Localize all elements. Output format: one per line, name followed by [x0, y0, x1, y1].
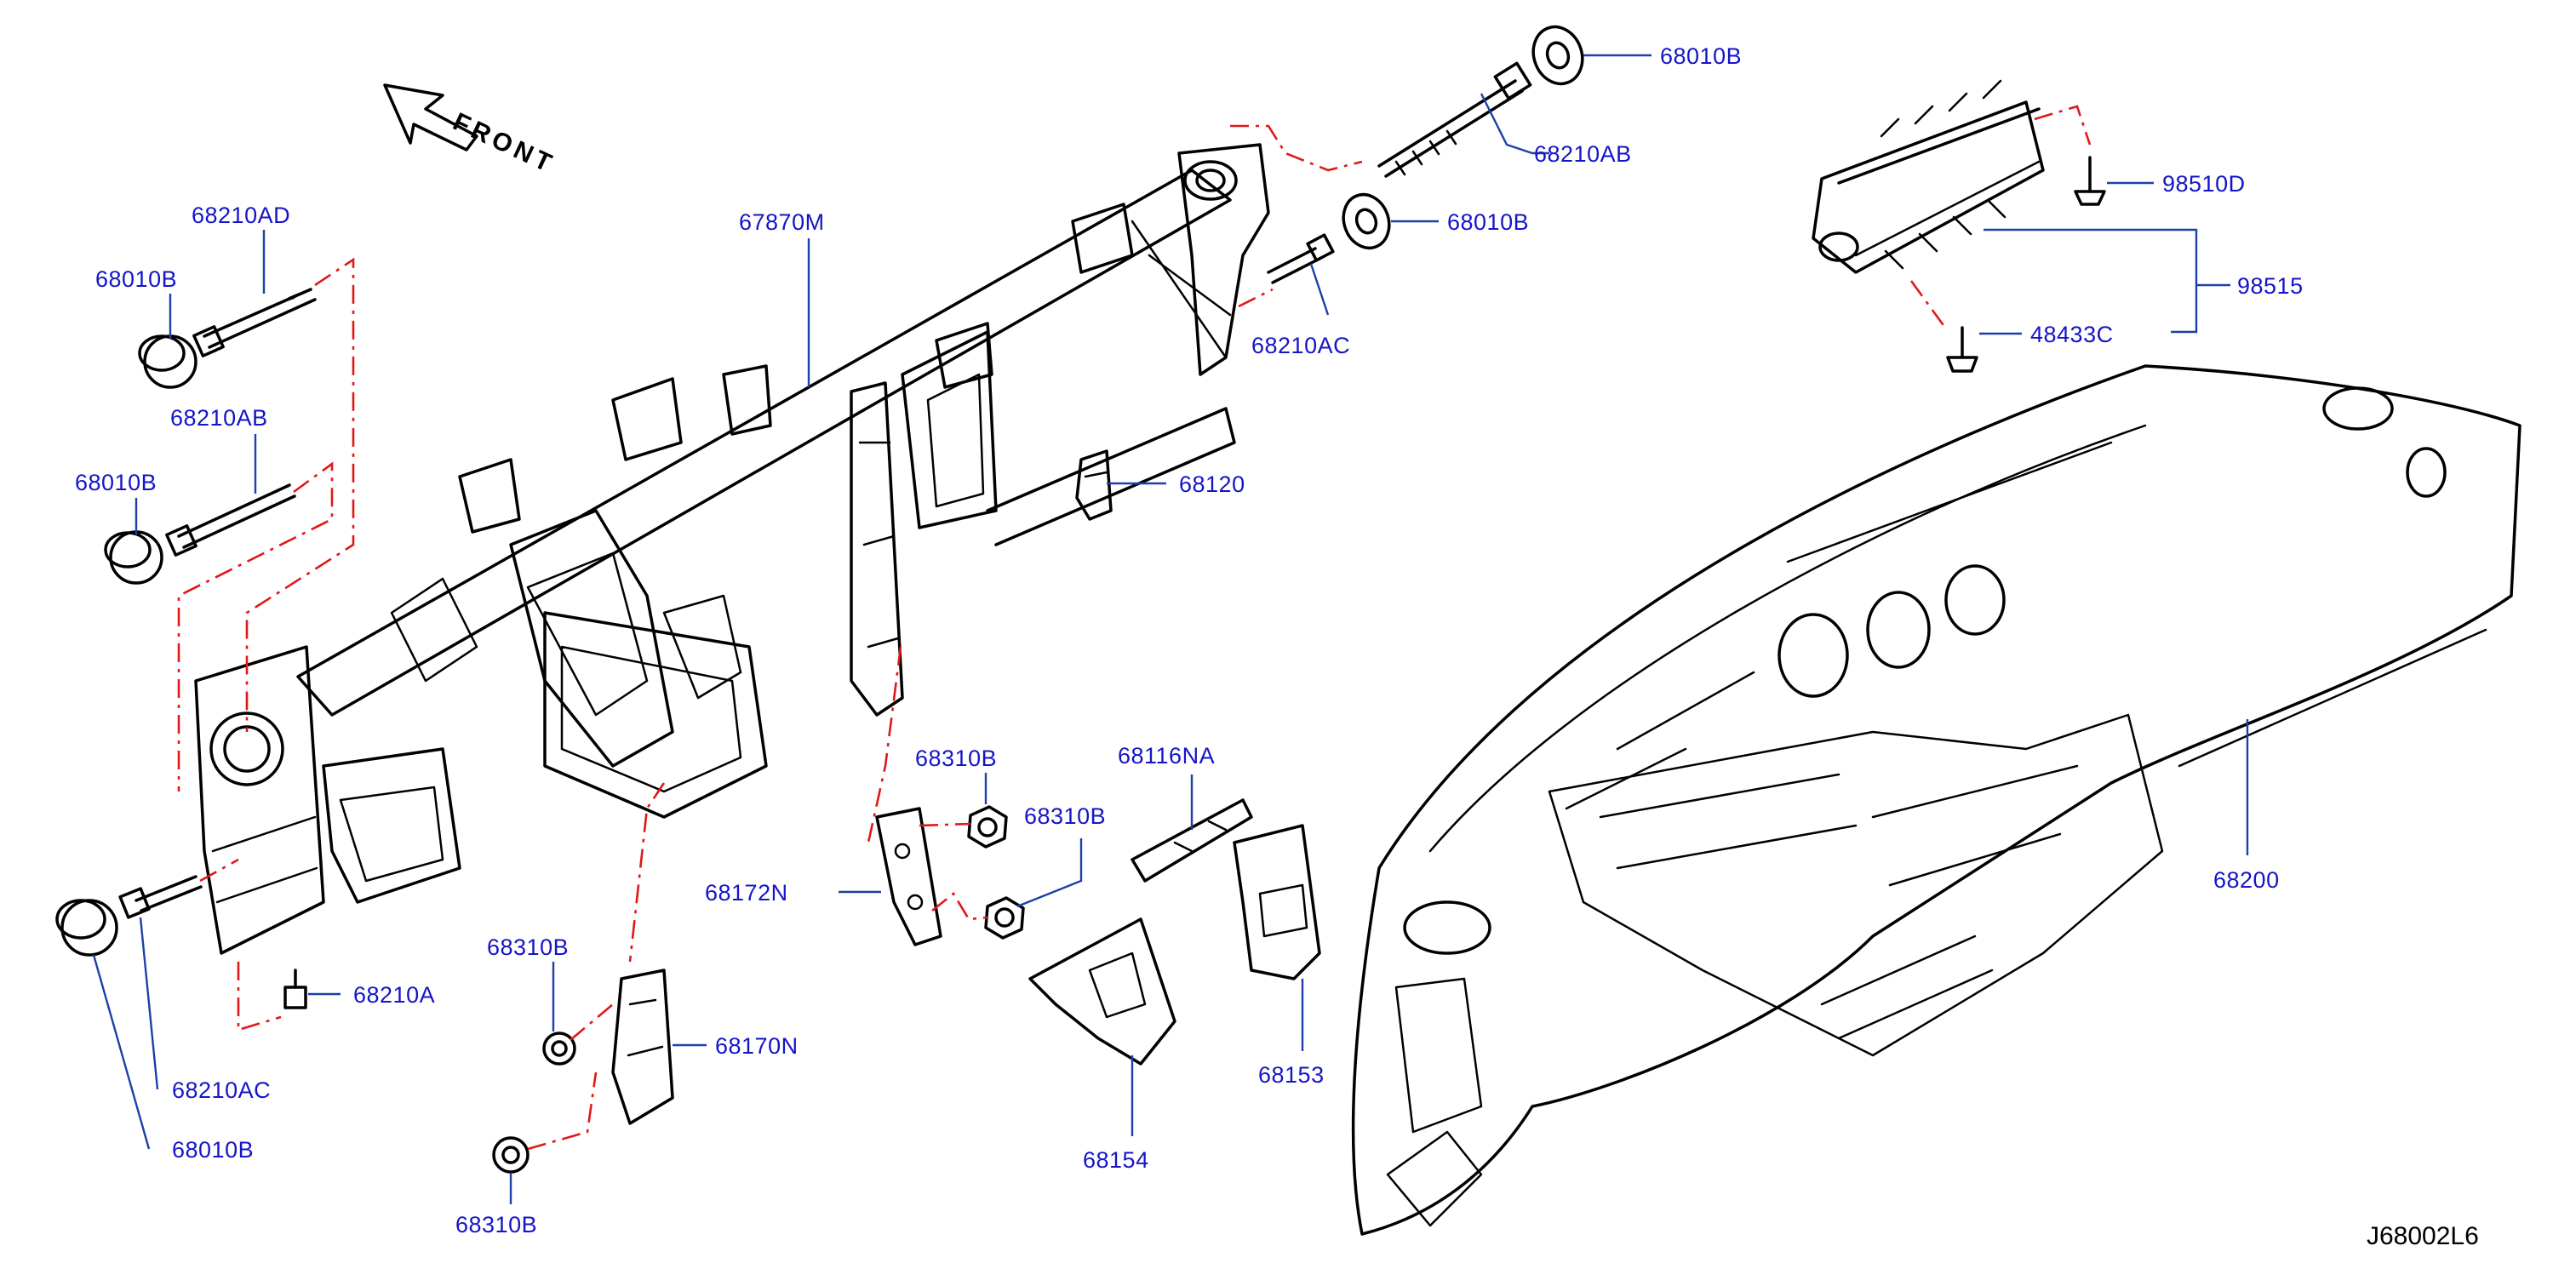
part-number-labels: 68210AD 68010B 68210AB 68010B 67870M 680… [75, 43, 2304, 1237]
label-68116NA: 68116NA [1118, 743, 1215, 769]
label-48433C: 48433C [2030, 322, 2114, 347]
label-68210A: 68210A [353, 982, 435, 1008]
label-leader-lines [92, 54, 2249, 1204]
top-fasteners [1267, 25, 1584, 284]
label-68153: 68153 [1258, 1062, 1325, 1088]
label-68010B: 68010B [172, 1137, 254, 1163]
left-fasteners [55, 288, 576, 1174]
label-68200: 68200 [2213, 867, 2280, 893]
label-68010B: 68010B [75, 470, 157, 495]
label-98510D: 98510D [2162, 171, 2246, 197]
label-98515: 98515 [2237, 273, 2304, 299]
front-label: FRONT [449, 107, 559, 179]
bracket-68170N [611, 969, 674, 1125]
label-67870M: 67870M [739, 209, 825, 235]
label-68310B: 68310B [915, 746, 997, 771]
steering-member-assembly [194, 143, 1270, 955]
airbag-module-98515 [1812, 79, 2106, 373]
front-arrow-icon [383, 83, 478, 151]
label-68310B: 68310B [455, 1212, 537, 1237]
bracket-68153 [1233, 824, 1321, 980]
label-68210AD: 68210AD [192, 203, 290, 228]
bracket-68154 [1028, 917, 1176, 1066]
label-68154: 68154 [1083, 1147, 1149, 1173]
bracket-68172N [875, 807, 942, 946]
bracket-68120 [1075, 449, 1113, 521]
label-68310B: 68310B [1024, 803, 1106, 829]
label-68170N: 68170N [715, 1033, 799, 1059]
label-68010B: 68010B [1447, 209, 1529, 235]
label-68172N: 68172N [705, 880, 788, 906]
label-68210AB: 68210AB [1534, 141, 1632, 167]
label-68010B: 68010B [95, 266, 177, 292]
nuts-68310B-center [967, 805, 1025, 940]
bracket-68116NA [1131, 798, 1253, 883]
label-68120: 68120 [1179, 471, 1245, 497]
label-68210AC: 68210AC [1251, 333, 1350, 358]
label-68310B: 68310B [487, 934, 569, 960]
fastener-dashed-lines [177, 105, 2092, 1151]
instrument-panel-68200 [1351, 364, 2522, 1236]
label-68010B: 68010B [1660, 43, 1742, 69]
label-68210AB: 68210AB [170, 405, 268, 431]
diagram-code: J68002L6 [2367, 1222, 2479, 1250]
front-direction-indicator: FRONT [383, 83, 559, 180]
label-68210AC: 68210AC [172, 1077, 271, 1103]
